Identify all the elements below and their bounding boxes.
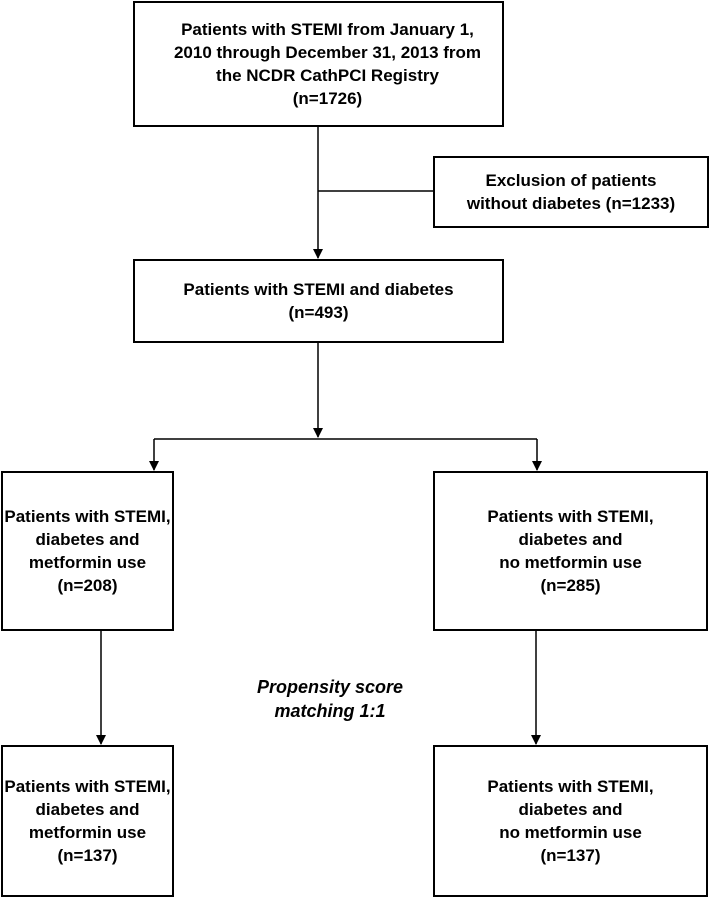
no-metformin-line: Patients with STEMI,	[487, 507, 654, 526]
propensity-matching-line: matching 1:1	[274, 701, 386, 721]
exclusion-line: Exclusion of patients	[485, 171, 657, 190]
matched-no-metformin-count: (n=137)	[540, 846, 601, 865]
matched-no-metformin-box: Patients with STEMI, diabetes and no met…	[433, 745, 708, 897]
no-metformin-count: (n=285)	[540, 576, 601, 595]
matched-metformin-count: (n=137)	[57, 846, 118, 865]
propensity-matching-line: Propensity score	[256, 677, 404, 697]
matched-no-metformin-line: Patients with STEMI,	[487, 777, 654, 796]
matched-metformin-line: diabetes and	[35, 800, 140, 819]
propensity-matching-label: Propensity score matching 1:1	[200, 675, 460, 723]
metformin-line: Patients with STEMI,	[4, 507, 171, 526]
matched-no-metformin-line: no metformin use	[499, 823, 642, 842]
diabetes-count: (n=493)	[288, 303, 349, 322]
exclusion-line: without diabetes (n=1233)	[466, 194, 676, 213]
exclusion-text: Exclusion of patients without diabetes (…	[467, 169, 675, 215]
no-metformin-text: Patients with STEMI, diabetes and no met…	[487, 505, 653, 597]
diabetes-line: Patients with STEMI and diabetes	[183, 280, 454, 299]
exclusion-box: Exclusion of patients without diabetes (…	[433, 156, 709, 228]
metformin-line: metformin use	[28, 553, 147, 572]
registry-count: (n=1726)	[292, 89, 363, 108]
registry-line: the NCDR CathPCI Registry	[216, 66, 439, 85]
diabetes-text: Patients with STEMI and diabetes (n=493)	[183, 278, 453, 324]
registry-line: Patients with STEMI from January 1,	[181, 20, 474, 39]
metformin-box: Patients with STEMI, diabetes and metfor…	[1, 471, 174, 631]
metformin-line: diabetes and	[35, 530, 140, 549]
matched-metformin-line: metformin use	[28, 823, 147, 842]
diabetes-box: Patients with STEMI and diabetes (n=493)	[133, 259, 504, 343]
registry-box: Patients with STEMI from January 1, 2010…	[133, 1, 504, 127]
registry-line: 2010 through December 31, 2013 from	[173, 43, 482, 62]
matched-metformin-line: Patients with STEMI,	[4, 777, 171, 796]
matched-metformin-text: Patients with STEMI, diabetes and metfor…	[4, 775, 170, 867]
no-metformin-box: Patients with STEMI, diabetes and no met…	[433, 471, 708, 631]
no-metformin-line: diabetes and	[518, 530, 623, 549]
matched-no-metformin-text: Patients with STEMI, diabetes and no met…	[487, 775, 653, 867]
matched-metformin-box: Patients with STEMI, diabetes and metfor…	[1, 745, 174, 897]
matched-no-metformin-line: diabetes and	[518, 800, 623, 819]
metformin-text: Patients with STEMI, diabetes and metfor…	[4, 505, 170, 597]
metformin-count: (n=208)	[57, 576, 118, 595]
no-metformin-line: no metformin use	[499, 553, 642, 572]
registry-text: Patients with STEMI from January 1, 2010…	[156, 18, 481, 110]
